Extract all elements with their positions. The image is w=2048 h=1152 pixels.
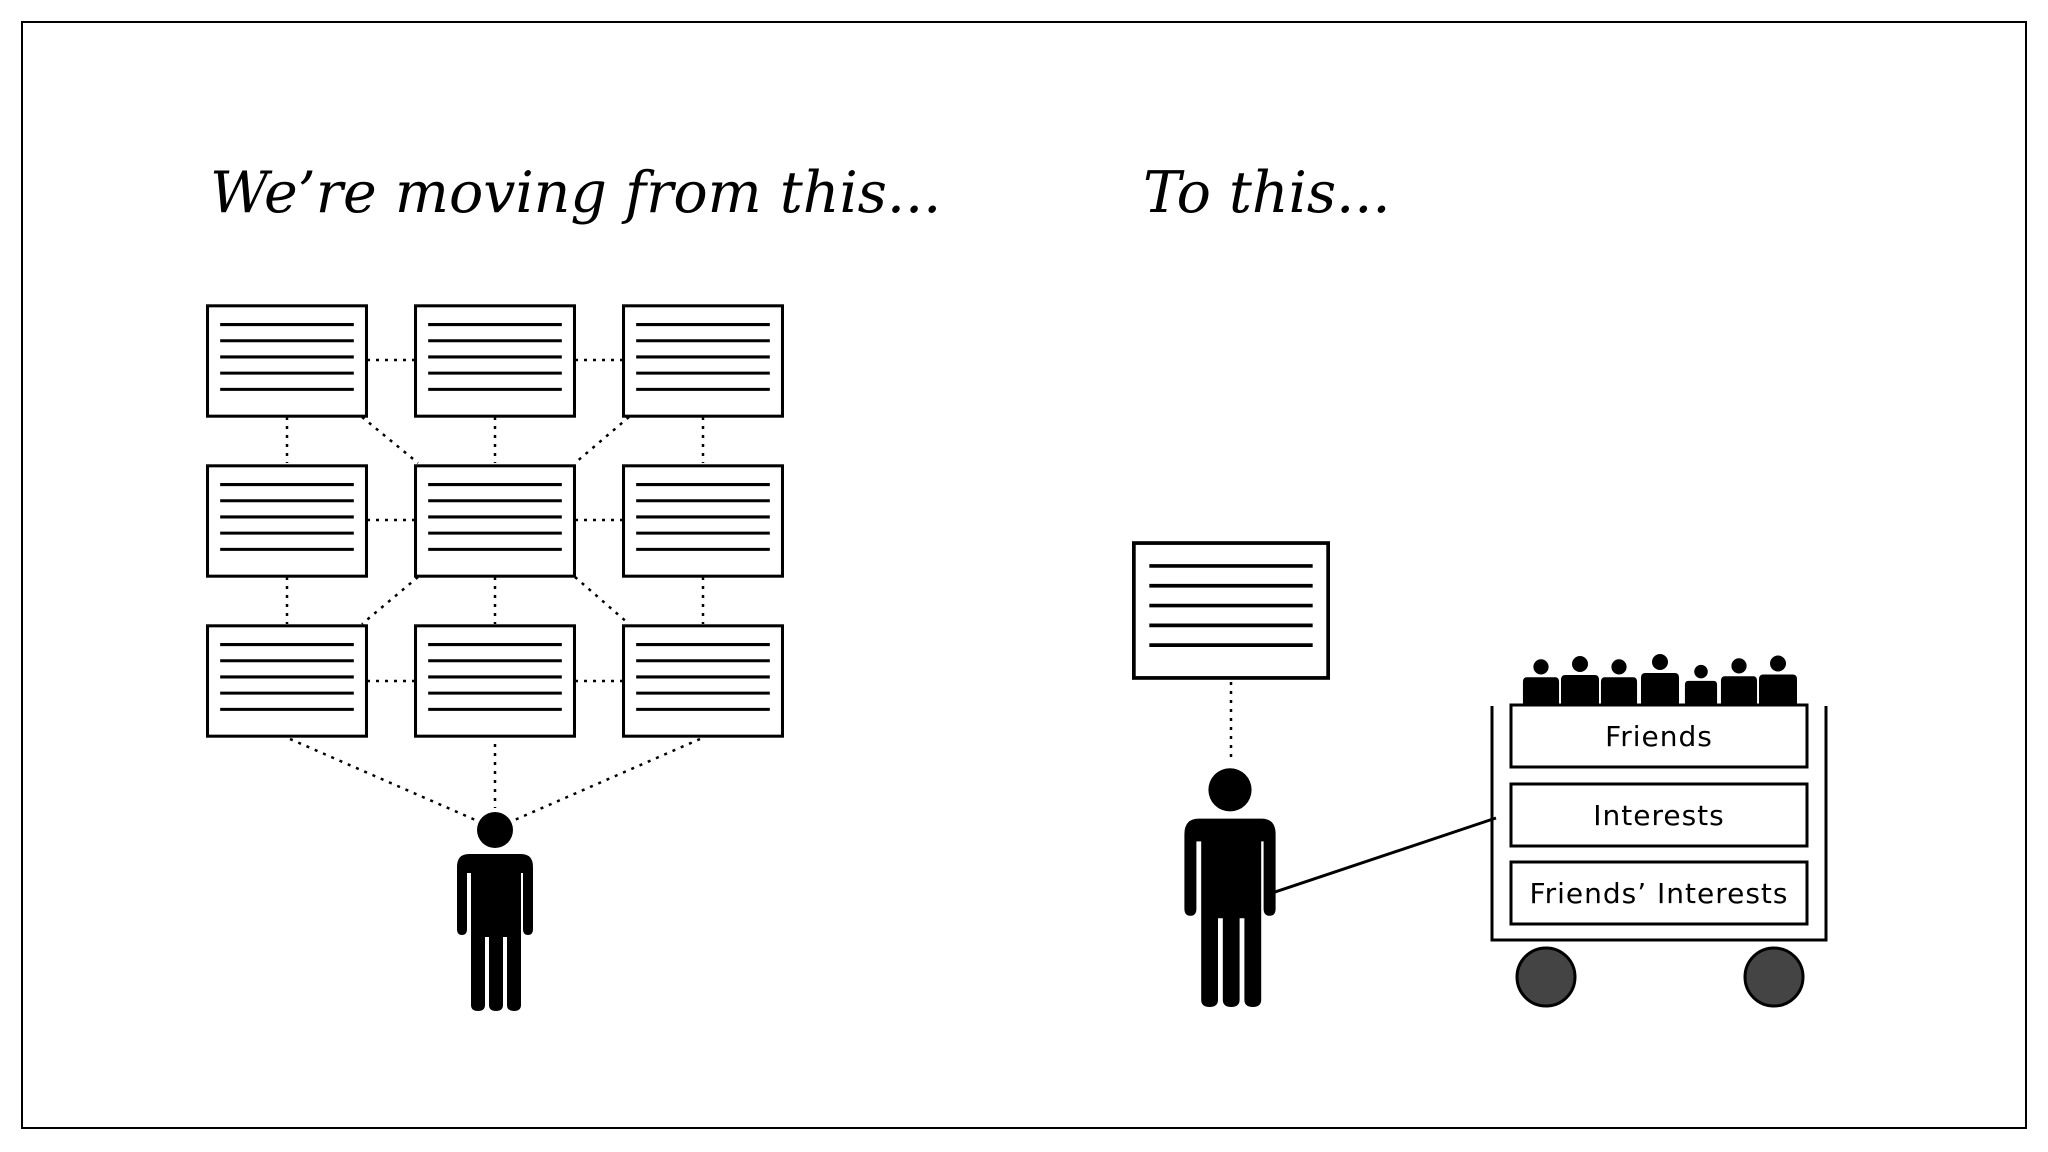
cart-wheel-left [1515,946,1577,1008]
cart-shelf-friends-interests [1509,860,1809,926]
document-icon [622,304,784,418]
document-icon [206,624,368,738]
crowd-icon [1522,654,1797,708]
document-icon [414,464,576,578]
document-icon [414,304,576,418]
cart-label-interests: Interests [1593,799,1725,832]
cart-wheel-right [1743,946,1805,1008]
cart-label-friends-interests: Friends’ Interests [1530,877,1789,910]
cart-label-friends: Friends [1605,720,1713,753]
document-grid [206,304,784,738]
cart-shelf-friends [1509,703,1809,769]
document-icon [206,304,368,418]
shopping-cart-icon: Friends Interests Friends’ Interests [1490,654,1828,1008]
left-heading: We’re moving from this... [210,160,941,226]
slide-border [21,21,2027,1129]
person-icon [457,812,533,1011]
document-icon [206,464,368,578]
right-heading: To this... [1143,160,1390,226]
cart-shelf-interests [1509,782,1809,848]
cart-handle [1274,816,1497,894]
person-icon [1184,768,1276,1007]
document-icon [622,624,784,738]
document-icon [1132,541,1330,680]
document-grid-connectors [285,358,705,824]
document-icon [414,624,576,738]
document-icon [622,464,784,578]
